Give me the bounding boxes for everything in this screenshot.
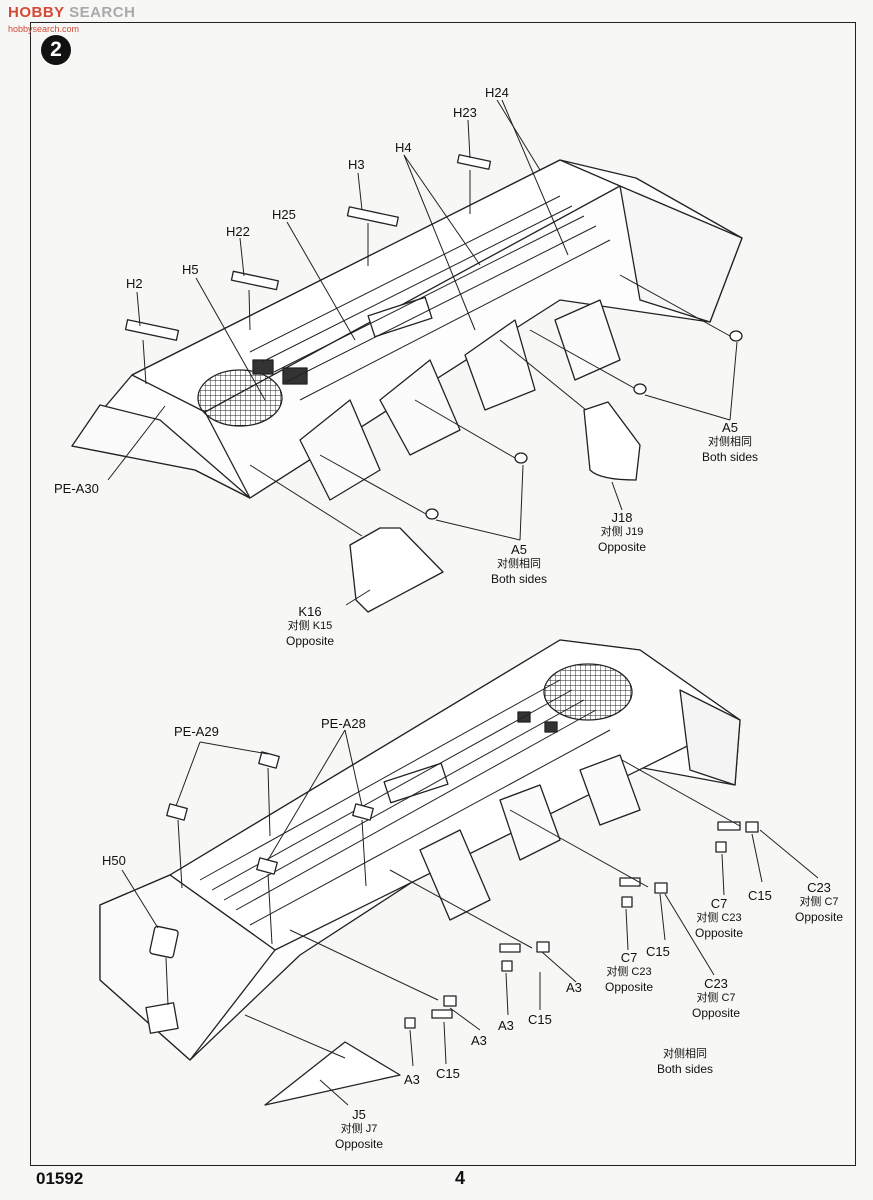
label-a3-1: A3 [566, 980, 582, 995]
label-h24: H24 [485, 85, 509, 100]
watermark-text-b: SEARCH [64, 4, 136, 21]
label-c15-2: C15 [436, 1066, 460, 1081]
label-c7-lower: C7 对侧 C23 Opposite [600, 950, 658, 995]
c7-upper-note-cn: 对侧 C23 [696, 912, 742, 924]
k16-note-cn: 对侧 K15 [287, 620, 333, 632]
label-a3-4: A3 [404, 1072, 420, 1087]
j18-note-cn: 对侧 J19 [600, 526, 644, 538]
label-pe-a30: PE-A30 [54, 481, 99, 496]
lower-hull-drawing [99, 639, 759, 1106]
upper-leader-lines [107, 99, 738, 606]
a5-right-note-cn: 对侧相同 [708, 436, 752, 448]
c7-lower-note-en: Opposite [604, 980, 654, 994]
label-j18: J18 对侧 J19 Opposite [594, 510, 650, 555]
label-h4: H4 [395, 140, 412, 155]
c23-far-note-en: Opposite [794, 910, 844, 924]
j18-part: J18 [611, 510, 633, 525]
label-h25: H25 [272, 207, 296, 222]
label-pe-a28: PE-A28 [321, 716, 366, 731]
c23-lower-note-cn: 对侧 C7 [696, 992, 736, 1004]
label-h2: H2 [126, 276, 143, 291]
label-pe-a29: PE-A29 [174, 724, 219, 739]
j5-part: J5 [352, 1107, 366, 1122]
c23-far-note-cn: 对侧 C7 [799, 896, 839, 908]
label-h22: H22 [226, 224, 250, 239]
j5-note-en: Opposite [334, 1137, 384, 1151]
watermark: HOBBY SEARCH [8, 4, 135, 21]
a5-center-note-cn: 对侧相同 [497, 558, 541, 570]
label-both-sides: 对侧相同 Both sides [654, 1047, 716, 1077]
a5-right-part: A5 [722, 420, 738, 435]
label-c15-1: C15 [528, 1012, 552, 1027]
k16-note-en: Opposite [285, 634, 335, 648]
c7-lower-note-cn: 对侧 C23 [606, 966, 652, 978]
c23-lower-part: C23 [704, 976, 728, 991]
page-number: 4 [455, 1168, 466, 1188]
label-h23: H23 [453, 105, 477, 120]
page-frame [30, 22, 856, 1166]
catalog-number: 01592 [36, 1169, 84, 1188]
j18-note-en: Opposite [597, 540, 647, 554]
label-c15-upper: C15 [748, 888, 772, 903]
label-c15-mid: C15 [646, 944, 670, 959]
a5-right-note-en: Both sides [701, 450, 759, 464]
label-a3-3: A3 [471, 1033, 487, 1048]
label-h5: H5 [182, 262, 199, 277]
c23-far-part: C23 [807, 880, 831, 895]
label-c7-upper: C7 对侧 C23 Opposite [690, 896, 748, 941]
label-h50: H50 [102, 853, 126, 868]
both-sides-note-en: Both sides [656, 1062, 714, 1076]
a5-center-note-en: Both sides [490, 572, 548, 586]
watermark-text-a: HOBBY [8, 4, 65, 21]
label-a5-center: A5 对侧相同 Both sides [488, 542, 550, 587]
lower-leader-lines [121, 729, 819, 1106]
c7-upper-part: C7 [710, 896, 728, 911]
label-c23-lower: C23 对侧 C7 Opposite [687, 976, 745, 1021]
both-sides-note-cn: 对侧相同 [663, 1048, 707, 1060]
label-c23-far: C23 对侧 C7 Opposite [790, 880, 848, 925]
j5-note-cn: 对侧 J7 [340, 1123, 378, 1135]
label-a5-right: A5 对侧相同 Both sides [700, 420, 760, 465]
a5-center-part: A5 [511, 542, 527, 557]
step-number-badge: 2 [41, 35, 71, 65]
c7-lower-part: C7 [620, 950, 638, 965]
watermark-url: hobbysearch.com [8, 24, 80, 34]
k16-part: K16 [298, 604, 322, 619]
label-j5: J5 对侧 J7 Opposite [330, 1107, 388, 1152]
upper-hull-drawing [71, 154, 743, 613]
label-h3: H3 [348, 157, 365, 172]
c7-upper-note-en: Opposite [694, 926, 744, 940]
c23-lower-note-en: Opposite [691, 1006, 741, 1020]
label-a3-2: A3 [498, 1018, 514, 1033]
label-k16: K16 对侧 K15 Opposite [282, 604, 338, 649]
